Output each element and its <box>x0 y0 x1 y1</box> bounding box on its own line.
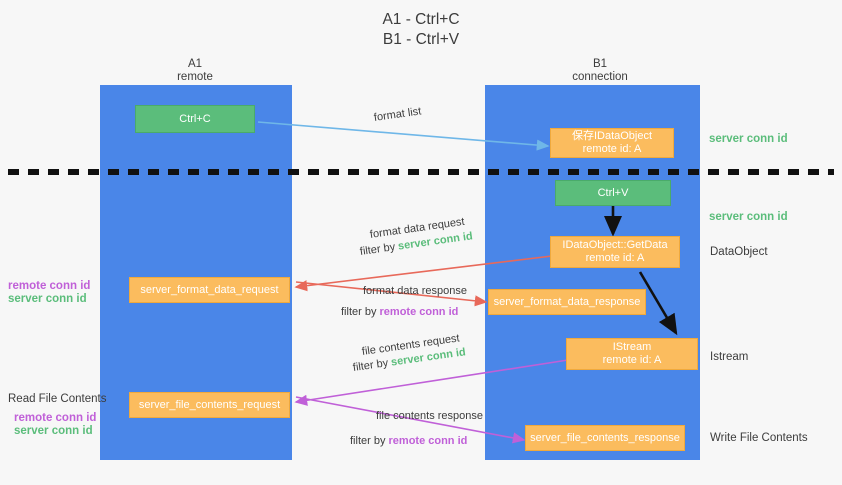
box-save-idataobject-line1: 保存IDataObject <box>571 130 653 142</box>
title-line-1: A1 - Ctrl+C <box>382 11 460 28</box>
label-left-server-conn-id-2: server conn id <box>14 425 93 437</box>
label-right-write-file-contents: Write File Contents <box>710 432 808 444</box>
box-server-format-data-request[interactable]: server_format_data_request <box>129 277 290 303</box>
label-left-remote-conn-id-2: remote conn id <box>14 412 97 424</box>
box-idataobject-getdata[interactable]: IDataObject::GetData remote id: A <box>550 236 680 268</box>
caption-format-data-response-filter-prefix: filter by <box>341 306 380 318</box>
lane-header-b1: B1 connection <box>530 58 670 84</box>
caption-format-data-response-filter-key: remote conn id <box>379 306 459 318</box>
box-server-format-data-response-label: server_format_data_response <box>493 295 641 308</box>
box-server-file-contents-response[interactable]: server_file_contents_response <box>525 425 685 451</box>
box-istream-line1: IStream <box>612 341 652 353</box>
diagram-title: A1 - Ctrl+C B1 - Ctrl+V <box>0 10 842 50</box>
arrow-file-contents-response <box>295 396 526 444</box>
label-right-server-conn-id-top: server conn id <box>709 133 788 145</box>
box-server-file-contents-request-label: server_file_contents_request <box>138 398 281 411</box>
arrow-file-contents-request <box>294 359 569 406</box>
box-save-idataobject[interactable]: 保存IDataObject remote id: A <box>550 128 674 158</box>
caption-file-contents-response-filter-key: remote conn id <box>388 435 468 447</box>
box-istream[interactable]: IStream remote id: A <box>566 338 698 370</box>
box-istream-line2: remote id: A <box>602 354 662 366</box>
box-ctrl-v-label: Ctrl+V <box>597 186 629 199</box>
caption-format-data-response-title-text: format data response <box>363 285 467 297</box>
box-server-format-data-request-label: server_format_data_request <box>140 283 279 296</box>
caption-file-contents-response-title: file contents response <box>376 409 483 423</box>
caption-format-data-response-title: format data response <box>363 284 467 298</box>
caption-file-contents-response-title-text: file contents response <box>376 410 484 422</box>
arrow-format-data-response <box>295 281 488 307</box>
box-idataobject-getdata-line1: IDataObject::GetData <box>562 239 668 251</box>
box-ctrl-c-label: Ctrl+C <box>179 112 211 125</box>
box-server-format-data-response[interactable]: server_format_data_response <box>488 289 646 315</box>
box-ctrl-c[interactable]: Ctrl+C <box>135 105 255 133</box>
lane-header-a1: A1 remote <box>130 58 260 84</box>
caption-file-contents-response-filter-prefix: filter by <box>350 435 389 447</box>
box-server-file-contents-request[interactable]: server_file_contents_request <box>129 392 290 418</box>
label-right-istream: Istream <box>710 351 749 363</box>
label-right-dataobject: DataObject <box>710 246 768 258</box>
box-idataobject-getdata-line2: remote id: A <box>585 252 645 264</box>
caption-format-data-response-filter: filter by remote conn id <box>341 305 458 319</box>
arrow-getdata-to-istream <box>638 271 678 336</box>
label-left-server-conn-id-1: server conn id <box>8 293 87 305</box>
lane-header-a1-sub: remote <box>177 71 213 83</box>
caption-file-contents-response-filter: filter by remote conn id <box>350 434 467 448</box>
lane-header-b1-name: B1 <box>592 58 608 70</box>
label-left-read-file-contents: Read File Contents <box>8 393 107 405</box>
arrow-format-data-request <box>294 255 553 292</box>
box-server-file-contents-response-label: server_file_contents_response <box>530 431 680 444</box>
lane-header-b1-sub: connection <box>572 71 628 83</box>
box-ctrl-v[interactable]: Ctrl+V <box>555 180 671 206</box>
arrow-format-list <box>257 121 550 151</box>
label-left-remote-conn-id-1: remote conn id <box>8 280 91 292</box>
title-line-2: B1 - Ctrl+V <box>382 31 460 48</box>
label-right-server-conn-id-mid: server conn id <box>709 211 788 223</box>
lane-header-a1-name: A1 <box>187 58 203 70</box>
box-save-idataobject-line2: remote id: A <box>582 143 642 155</box>
